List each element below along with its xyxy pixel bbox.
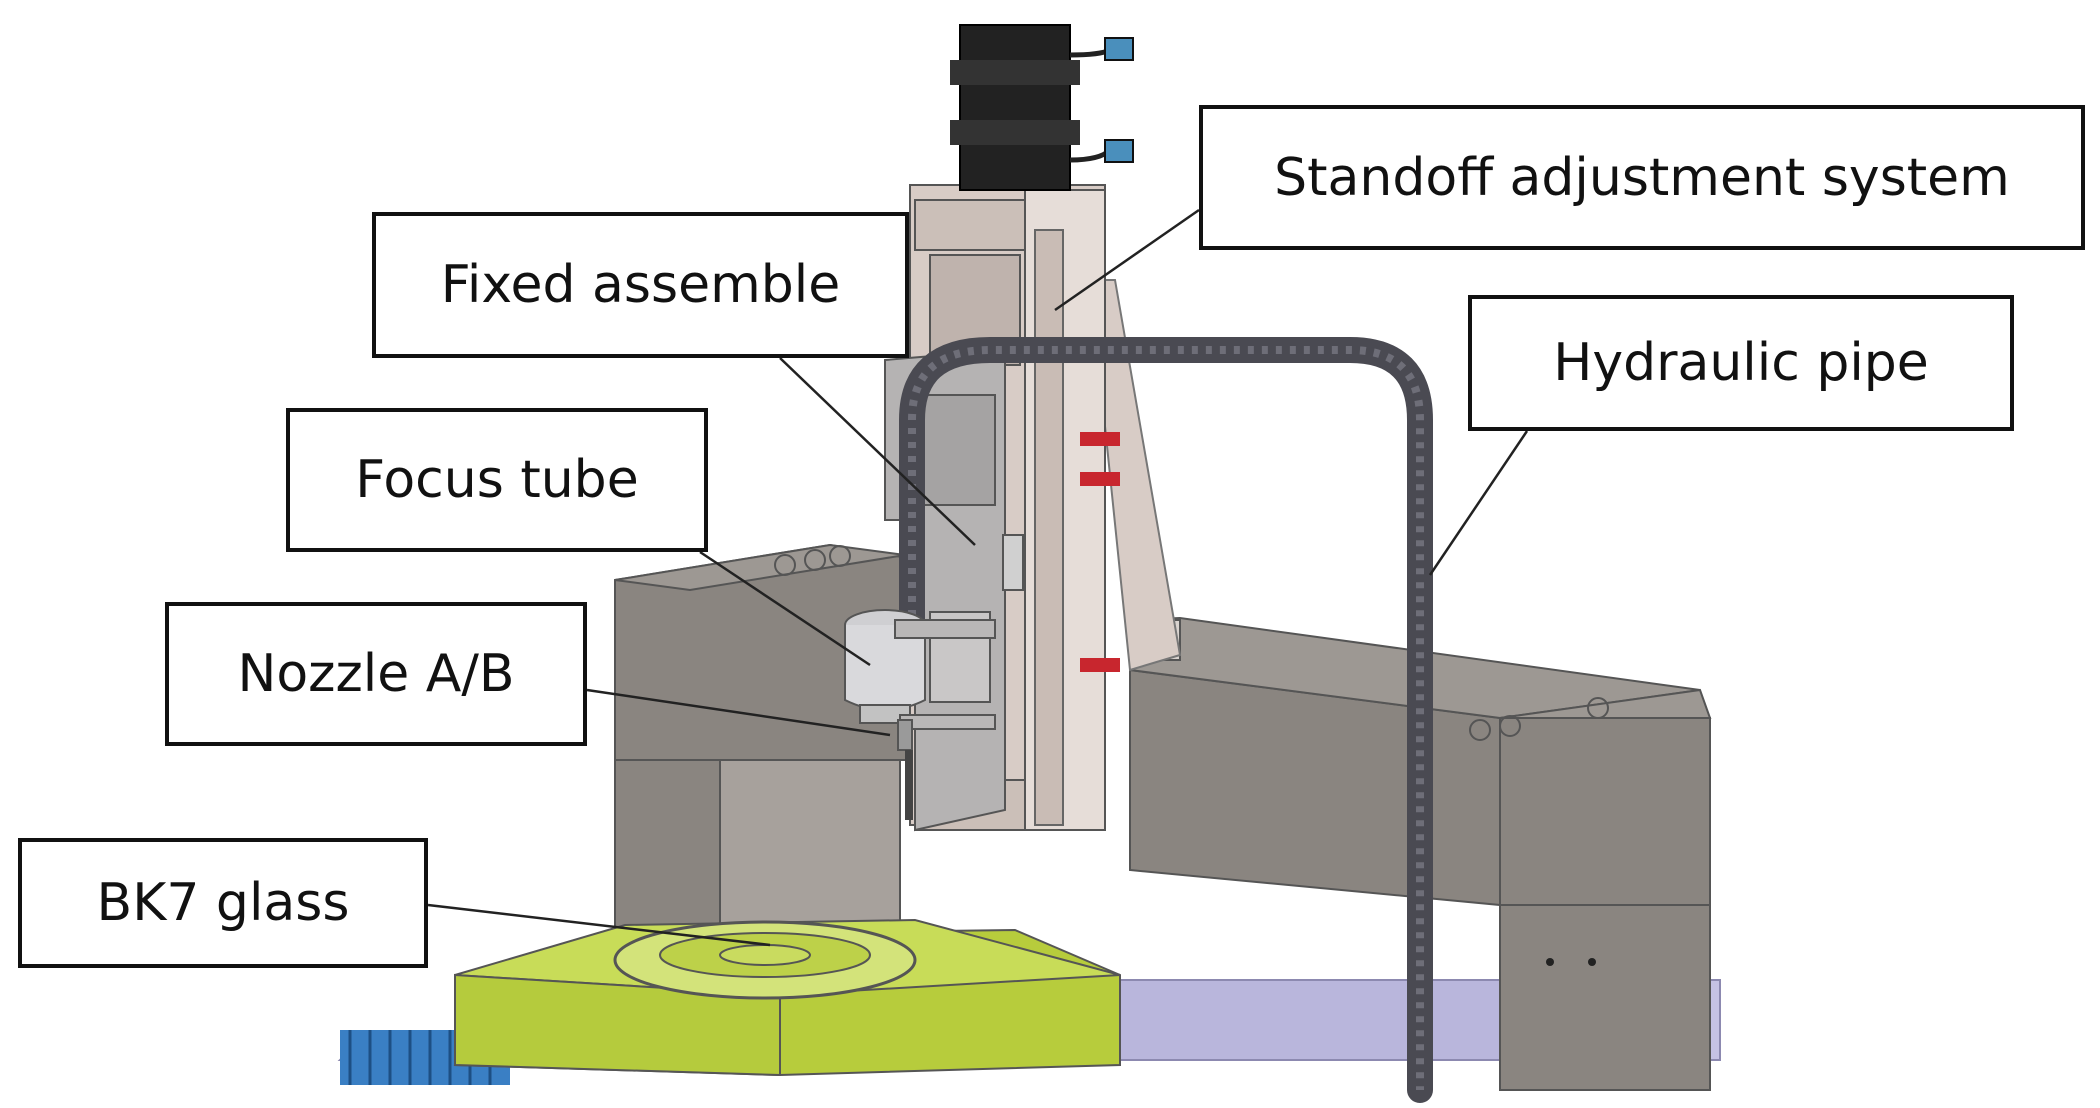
leader-focus xyxy=(699,550,871,667)
callout-fixed-assemble: Fixed assemble xyxy=(372,212,909,358)
nozzle-assembly xyxy=(844,609,996,820)
leader-standoff xyxy=(1054,208,1200,312)
leader-fixed xyxy=(779,357,976,546)
callout-nozzle-ab: Nozzle A/B xyxy=(165,602,587,746)
callout-standoff-adjustment-system: Standoff adjustment system xyxy=(1199,105,2085,250)
bk7-glass-holder xyxy=(453,918,1121,1077)
callout-label: Hydraulic pipe xyxy=(1553,333,1929,393)
hydraulic-pipe xyxy=(899,337,1433,1103)
leader-hydraulic xyxy=(1428,430,1529,576)
stepper-motor xyxy=(950,24,1134,191)
leader-bk7 xyxy=(427,903,771,947)
callout-bk7-glass: BK7 glass xyxy=(18,838,428,968)
callout-label: Focus tube xyxy=(355,450,639,510)
leader-nozzle xyxy=(586,688,891,737)
callout-hydraulic-pipe: Hydraulic pipe xyxy=(1468,295,2014,431)
callout-label: Nozzle A/B xyxy=(237,644,515,704)
callout-label: Standoff adjustment system xyxy=(1274,147,2010,208)
callout-label: Fixed assemble xyxy=(440,255,841,315)
callout-focus-tube: Focus tube xyxy=(286,408,708,552)
callout-label: BK7 glass xyxy=(96,873,350,933)
leader-lines xyxy=(427,208,1529,947)
